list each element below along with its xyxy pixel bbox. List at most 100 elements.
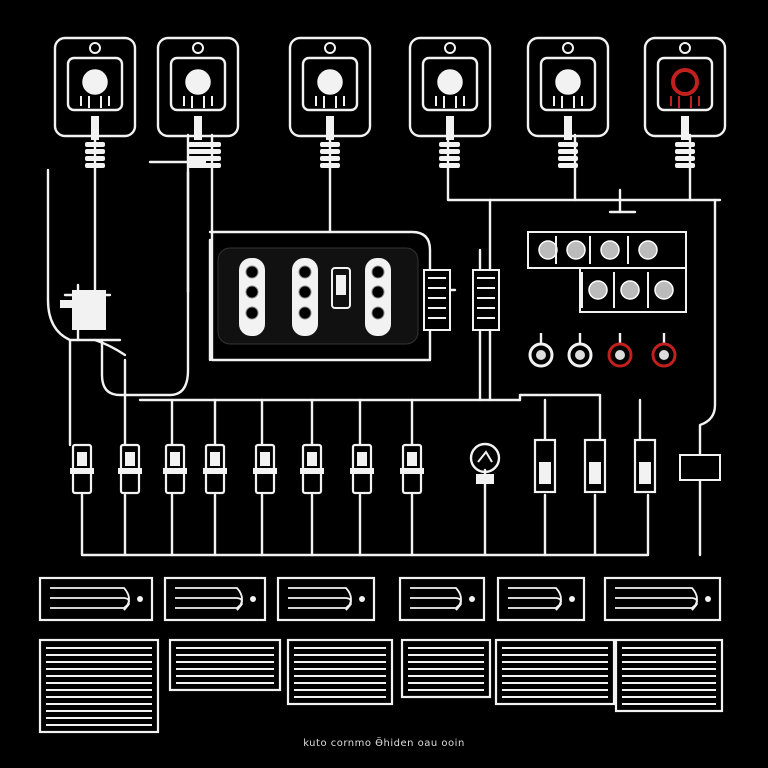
cable-boot-ring [675, 142, 695, 147]
terminal-strip [286, 638, 394, 706]
strip-wire [288, 603, 352, 611]
strip-frame [286, 638, 394, 706]
socket-unit [526, 36, 610, 168]
meter-display [679, 454, 721, 481]
terminal-strip [494, 638, 616, 706]
screw-icon [562, 42, 574, 54]
wire-segment [100, 170, 190, 397]
relay-window [307, 452, 317, 466]
relay-band [163, 468, 187, 474]
control-panel [60, 247, 500, 345]
ribbon-connector [472, 269, 500, 331]
relay-row [70, 438, 721, 495]
terminal-strip [400, 638, 492, 699]
strip-wire [615, 603, 698, 611]
screw-icon [679, 42, 691, 54]
knob-icon [566, 240, 586, 260]
relay-window [77, 452, 87, 466]
strip-frame [38, 576, 154, 622]
module-led-icon [245, 285, 259, 299]
strip-screw-icon [359, 596, 365, 602]
cable-boot-ring [188, 156, 208, 161]
cable-boot-ring [188, 163, 208, 168]
strip-frame [494, 638, 616, 706]
breaker-toggle [539, 462, 551, 484]
relay-window [260, 452, 270, 466]
strip-screw-icon [569, 596, 575, 602]
knob-icon [588, 280, 608, 300]
socket-face [421, 56, 479, 112]
junction-body [72, 290, 106, 330]
relay-unit [400, 443, 424, 495]
terminal-strip [614, 638, 724, 713]
cable-boot-ring [203, 163, 221, 168]
cable-neck [91, 116, 99, 140]
relay-unit [203, 443, 227, 495]
screw-icon [192, 42, 204, 54]
ribbon-connector [423, 269, 451, 331]
terminal-strip [38, 576, 154, 622]
cable-boot-ring [558, 142, 578, 147]
cable-boot-ring [558, 163, 578, 168]
relay-unit [350, 443, 374, 495]
screw-icon [444, 42, 456, 54]
plug-leg-icon [553, 96, 583, 108]
cable-neck [194, 116, 202, 140]
strip-frame [163, 576, 267, 622]
junction-tab [60, 300, 74, 308]
switchboard-bottom-row [579, 267, 687, 313]
cable-boot-ring [439, 156, 457, 161]
strip-screw-icon [250, 596, 256, 602]
plug-leg-icon [315, 96, 345, 108]
knob-icon [638, 240, 658, 260]
relay-unit [300, 443, 324, 495]
wire-segment [698, 198, 717, 457]
plug-leg-icon [80, 96, 110, 108]
relay-unit [163, 443, 187, 495]
breaker-toggle [639, 462, 651, 484]
knob-icon [654, 280, 674, 300]
indicator-lens [575, 350, 585, 360]
panel-module [292, 258, 318, 336]
cable-neck [326, 116, 334, 140]
gauge-needle [477, 450, 493, 463]
strip-frame [276, 576, 376, 622]
relay-window [210, 452, 220, 466]
plug-pin-icon [671, 68, 699, 96]
relay-band [203, 468, 227, 474]
module-led-icon [371, 306, 385, 320]
wire-segment [518, 393, 602, 447]
cable-boot-ring [85, 142, 105, 147]
strip-wire [508, 603, 562, 611]
cable-boot-ring [320, 142, 340, 147]
wire-segment [93, 338, 127, 357]
socket-unit [643, 36, 727, 168]
gauge-icon [469, 442, 501, 474]
connector-body [472, 269, 500, 331]
strip-frame [398, 576, 486, 622]
relay-window [170, 452, 180, 466]
socket-face [169, 56, 227, 112]
plug-leg-icon [435, 96, 465, 108]
plug-pin-icon [555, 69, 581, 95]
screw-icon [324, 42, 336, 54]
connector-body [423, 269, 451, 331]
cable-boot-ring [439, 142, 457, 147]
cable-boot-ring [203, 142, 221, 147]
strip-wire [175, 603, 243, 611]
wire-segment [80, 493, 650, 557]
cable-boot-ring [188, 149, 208, 154]
cable-boot-ring [558, 149, 578, 154]
strip-screw-icon [705, 596, 711, 602]
plug-pin-icon [317, 69, 343, 95]
cable-neck [446, 116, 454, 140]
junction-block [60, 290, 106, 330]
relay-unit [253, 443, 277, 495]
gauge-unit [469, 442, 501, 484]
cable-boot-ring [675, 163, 695, 168]
cable-boot-ring [439, 149, 457, 154]
relay-unit [118, 443, 142, 495]
socket-face [66, 56, 124, 112]
socket-row [53, 36, 727, 168]
